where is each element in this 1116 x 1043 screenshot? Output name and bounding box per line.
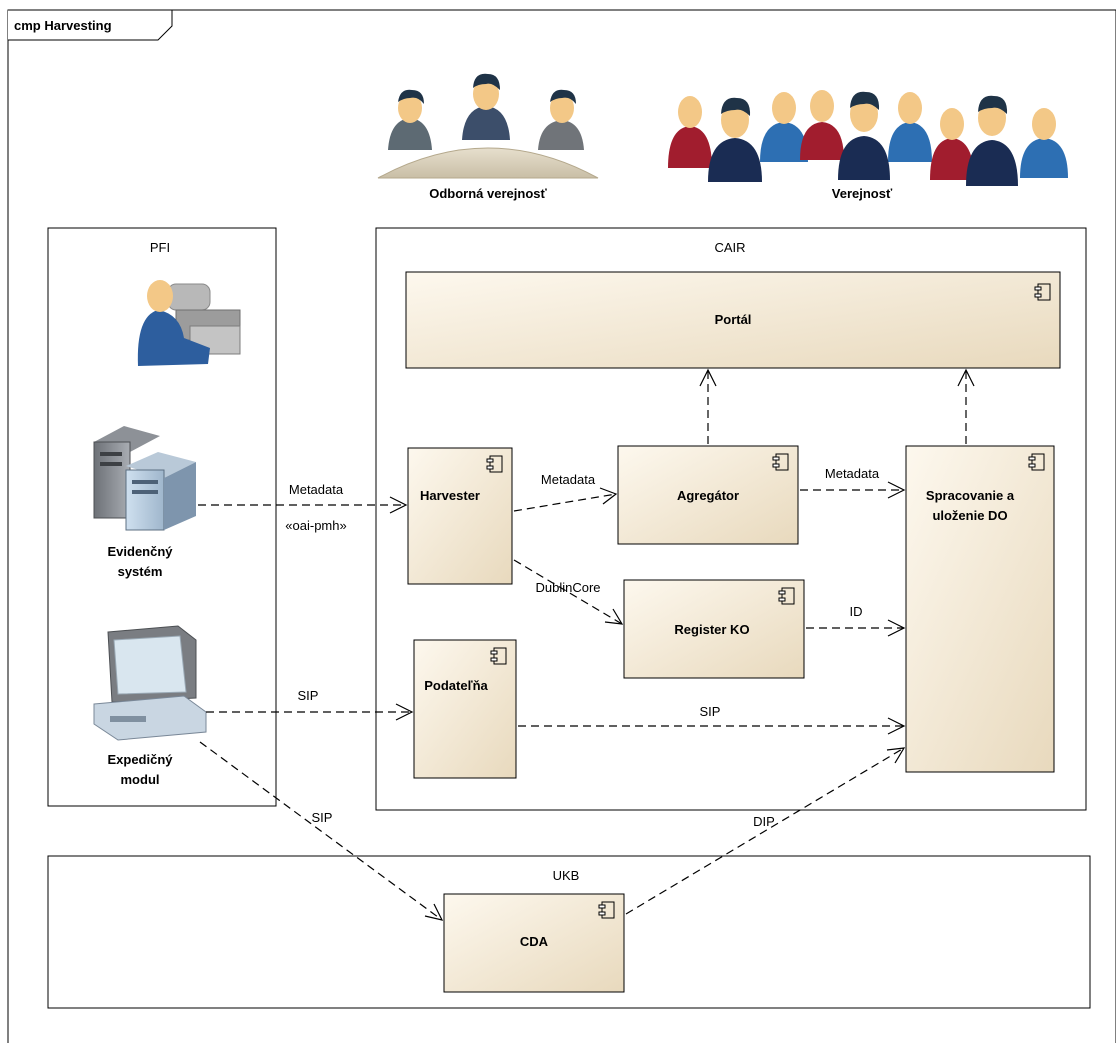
component-icon <box>598 901 615 919</box>
aggregator-to-processing-connector[interactable]: Metadata <box>800 466 906 499</box>
computer-icon <box>93 625 207 741</box>
ukb-container: UKB <box>47 855 1091 1009</box>
dispatch-module-label-1: Expedičný <box>107 752 173 767</box>
frame-title: cmp Harvesting <box>14 18 112 33</box>
dispatch-to-cda-connector[interactable]: SIP <box>199 741 444 921</box>
oai-pmh-stereotype-label: «oai-pmh» <box>285 518 346 533</box>
dispatch-to-filing-label: SIP <box>298 688 319 703</box>
portal-label: Portál <box>715 312 752 327</box>
professional-public-label: Odborná verejnosť <box>429 186 547 201</box>
server-icon <box>93 426 196 531</box>
filing-to-processing-connector[interactable]: SIP <box>518 704 906 735</box>
processing-component[interactable]: Spracovanie a uloženie DO <box>905 445 1055 773</box>
cda-to-processing-connector[interactable]: DIP <box>625 747 906 915</box>
people-group-icon <box>377 73 599 179</box>
harvester-component[interactable]: Harvester <box>407 447 513 585</box>
harvester-to-aggregator-connector[interactable]: Metadata <box>513 472 618 512</box>
processing-to-portal-connector[interactable] <box>957 368 975 444</box>
register-label: Register KO <box>674 622 749 637</box>
aggregator-label: Agregátor <box>677 488 739 503</box>
cda-component[interactable]: CDA <box>443 893 625 993</box>
operator-icon <box>137 280 241 366</box>
crowd-icon <box>668 90 1068 186</box>
filing-label: Podateľňa <box>424 678 488 693</box>
component-icon <box>778 587 795 605</box>
dispatch-to-filing-connector[interactable]: SIP <box>206 688 414 721</box>
component-icon <box>486 455 503 473</box>
component-icon <box>1034 283 1051 301</box>
pfi-container: PFI <box>47 227 277 807</box>
filing-component[interactable]: Podateľňa <box>413 639 517 779</box>
processing-label-2: uloženie DO <box>932 508 1007 523</box>
cda-to-processing-label: DIP <box>753 814 775 829</box>
public-actor: Verejnosť <box>668 90 1068 201</box>
registry-system-label-1: Evidenčný <box>107 544 173 559</box>
aggregator-to-processing-label: Metadata <box>825 466 880 481</box>
aggregator-to-portal-connector[interactable] <box>699 368 717 444</box>
dispatch-to-cda-label: SIP <box>312 810 333 825</box>
cda-label: CDA <box>520 934 549 949</box>
dispatch-module: Expedičný modul <box>93 625 207 787</box>
harvester-to-aggregator-label: Metadata <box>541 472 596 487</box>
component-icon <box>772 453 789 471</box>
professional-public-actor: Odborná verejnosť <box>377 73 599 201</box>
public-label: Verejnosť <box>832 186 893 201</box>
aggregator-component[interactable]: Agregátor <box>617 445 799 545</box>
register-to-processing-label: ID <box>850 604 863 619</box>
portal-component[interactable]: Portál <box>405 271 1061 369</box>
harvester-to-register-connector[interactable]: DublinCore <box>513 559 624 625</box>
component-icon <box>490 647 507 665</box>
filing-to-processing-label: SIP <box>700 704 721 719</box>
pfi-label: PFI <box>150 240 170 255</box>
registry-system-label-2: systém <box>118 564 163 579</box>
registry-system: Evidenčný systém <box>93 426 196 579</box>
registry-to-harvester-label: Metadata <box>289 482 344 497</box>
registry-to-harvester-connector[interactable]: Metadata «oai-pmh» <box>198 482 408 533</box>
register-to-processing-connector[interactable]: ID <box>806 604 906 637</box>
harvester-to-register-label: DublinCore <box>535 580 600 595</box>
cair-label: CAIR <box>714 240 745 255</box>
harvester-label: Harvester <box>420 488 480 503</box>
component-icon <box>1028 453 1045 471</box>
processing-label-1: Spracovanie a <box>926 488 1015 503</box>
dispatch-module-label-2: modul <box>121 772 160 787</box>
register-component[interactable]: Register KO <box>623 579 805 679</box>
ukb-label: UKB <box>553 868 580 883</box>
cair-container: CAIR <box>375 227 1087 811</box>
